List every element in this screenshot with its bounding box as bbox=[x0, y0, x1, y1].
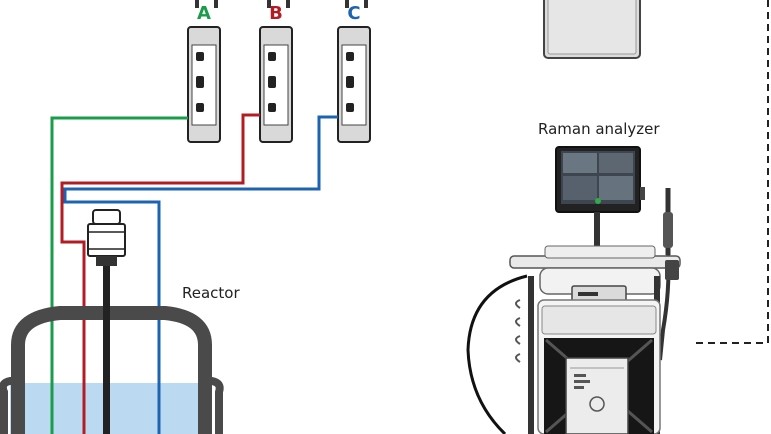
reactor-label: Reactor bbox=[182, 284, 240, 302]
pump-c-icon bbox=[337, 0, 371, 143]
raman-analyzer-cart-icon bbox=[466, 146, 681, 434]
pump-a-icon bbox=[187, 0, 221, 143]
pump-c-label: C bbox=[347, 3, 361, 24]
computer-box-icon bbox=[543, 0, 641, 59]
dashed-connection-line bbox=[693, 0, 769, 344]
motor-icon bbox=[87, 209, 126, 266]
reactor-vessel-icon bbox=[0, 262, 224, 434]
pump-b-label: B bbox=[269, 3, 283, 24]
pump-b-icon bbox=[259, 0, 293, 143]
raman-analyzer-label: Raman analyzer bbox=[538, 120, 660, 138]
line-c-blue bbox=[63, 115, 338, 434]
line-a-green bbox=[50, 116, 188, 434]
line-b-red bbox=[60, 113, 260, 434]
pump-a-label: A bbox=[197, 3, 211, 24]
